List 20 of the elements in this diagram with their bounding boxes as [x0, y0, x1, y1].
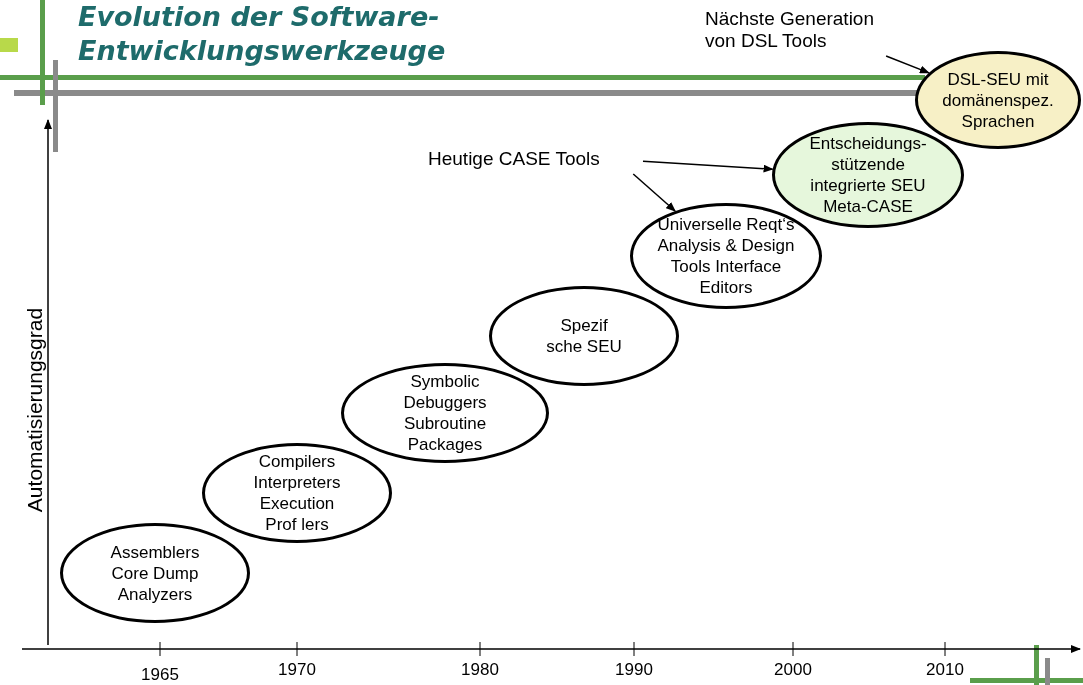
callout-text: Nächste Generation von DSL Tools [705, 8, 890, 56]
ellipse-label: Spezif sche SEU [545, 315, 623, 357]
ellipse-label: Compilers Interpreters Execution Prof lers [252, 451, 342, 535]
ellipse-label: Symbolic Debuggers Subroutine Packages [402, 371, 488, 455]
arrow [632, 173, 676, 212]
arrow [885, 55, 930, 74]
year-label: 2010 [925, 660, 965, 680]
ellipse-label: Entscheidungs-stützende integrierte SEU Meta-CASE [808, 133, 928, 217]
slide-title: Evolution der Software-Entwicklungswerkzeuge [78, 0, 447, 68]
callout-text: Heutige CASE Tools [428, 148, 643, 174]
axis-title: Automatisierungsgrad [23, 307, 47, 513]
year-label: 2000 [773, 660, 813, 680]
ellipse-label: DSL-SEU mit domänenspez. Sprachen [941, 68, 1055, 132]
year-label: 1970 [277, 660, 317, 680]
ellipse-label: Universelle Reqt‘s Analysis & Design Tools Interface Editors [656, 214, 796, 298]
ellipse-label: Assemblers Core Dump Analyzers [109, 541, 201, 605]
year-label: 1990 [614, 660, 654, 680]
year-label: 1980 [460, 660, 500, 680]
arrow [642, 160, 774, 173]
year-label: 1965 [140, 665, 180, 685]
